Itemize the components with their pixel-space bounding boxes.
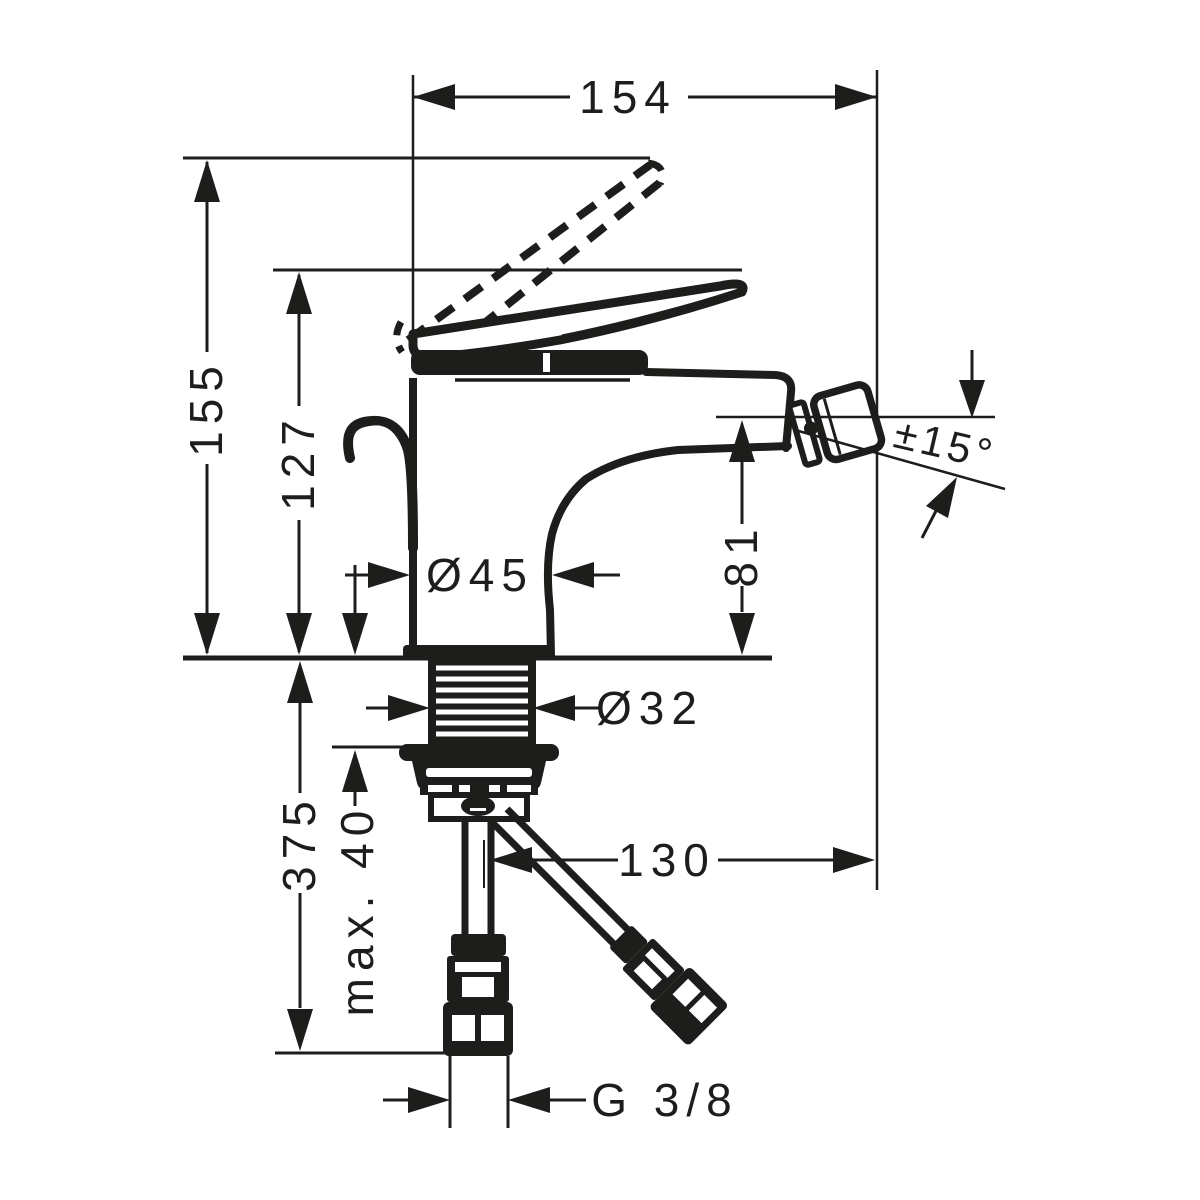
dim-shank-diameter: Ø32 bbox=[366, 682, 704, 734]
dim-connection-thread-label: G 3/8 bbox=[591, 1074, 739, 1126]
dim-hose-length-label: 375 bbox=[273, 794, 325, 892]
dim-body-diameter: Ø45 bbox=[345, 549, 620, 601]
g38-thread-stub bbox=[448, 1056, 510, 1128]
faucet-drawing bbox=[343, 159, 886, 1128]
dim-spout-reach: 130 bbox=[483, 834, 875, 888]
dim-hose-length: 375 bbox=[273, 661, 452, 1055]
dim-overall-depth: 154 bbox=[413, 71, 877, 123]
dim-overall-height-label: 155 bbox=[180, 359, 232, 457]
supply-hose-angled bbox=[490, 806, 728, 1045]
dim-max-mounting-thickness: max. 40 bbox=[331, 565, 417, 1016]
dim-body-diameter-label: Ø45 bbox=[426, 549, 534, 601]
dim-overall-height: 155 bbox=[180, 160, 232, 655]
dim-overall-depth-label: 154 bbox=[579, 71, 677, 123]
spray-nozzle bbox=[786, 381, 886, 468]
nozzle-pivot bbox=[803, 421, 818, 436]
dim-swivel-angle-label: ±15° bbox=[890, 410, 1001, 479]
dim-connection-thread: G 3/8 bbox=[383, 1074, 739, 1126]
dim-max-mounting-thickness-label: max. 40 bbox=[331, 804, 383, 1017]
mounting-nut-assembly bbox=[399, 744, 559, 822]
handle-cap bbox=[411, 350, 648, 382]
supply-hose-vertical bbox=[443, 819, 513, 1128]
dim-shank-diameter-label: Ø32 bbox=[596, 682, 704, 734]
dim-body-height: 127 bbox=[272, 272, 324, 655]
dim-spout-reach-label: 130 bbox=[618, 834, 716, 886]
handle-lever bbox=[408, 279, 748, 362]
dim-spout-height: 81 bbox=[715, 420, 767, 655]
dim-spout-height-label: 81 bbox=[715, 522, 767, 587]
nozzle-head bbox=[809, 381, 886, 464]
threaded-shank bbox=[428, 658, 536, 746]
pop-up-rod bbox=[343, 415, 418, 553]
dim-body-height-label: 127 bbox=[272, 413, 324, 511]
